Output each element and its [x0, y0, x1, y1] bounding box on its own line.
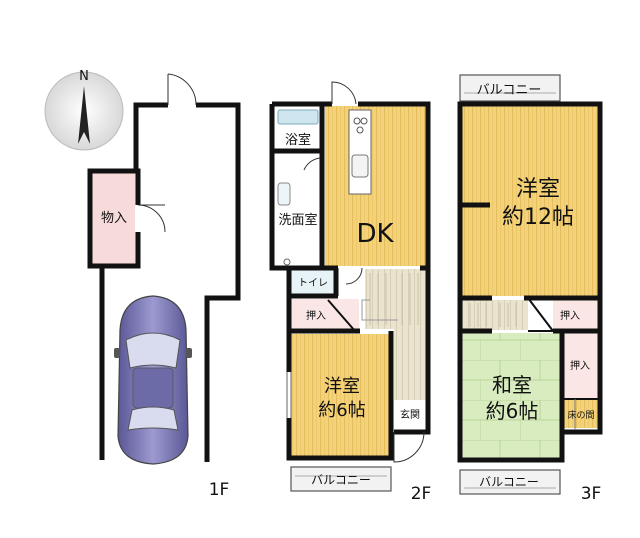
closet-3f-b: [562, 333, 598, 399]
alcove-label: 床の間: [567, 409, 594, 421]
floor-2f: 浴室 洗面室 DK トイレ 押入 洋室 約6帖 玄関 バルコニー 2F: [269, 81, 432, 504]
floor-3f-label: 3F: [581, 484, 602, 504]
storage-label: 物入: [101, 211, 127, 226]
stairs-3f: [462, 300, 528, 330]
closet-3f-a: [553, 300, 598, 330]
storage-door-icon: [137, 204, 166, 233]
storage-room: [90, 171, 138, 266]
car-icon: [114, 295, 192, 465]
western-room-3f: [462, 106, 598, 296]
stairs-lines-3f: [469, 303, 517, 327]
closet-3f-a-label: 押入: [560, 309, 580, 322]
kitchen-sink-icon: [351, 154, 369, 178]
closet-3f-b-label: 押入: [570, 359, 590, 372]
toilet-room: [291, 269, 335, 294]
walls-3f: [457, 101, 603, 463]
garage-door-icon: [167, 73, 197, 106]
western-2f-name: 洋室: [324, 376, 360, 397]
bath-label: 浴室: [285, 132, 311, 148]
washer-icon: [283, 258, 291, 266]
dk-label: DK: [356, 219, 394, 249]
balcony-3f-top-label: バルコニー: [477, 83, 542, 98]
floor-1f-label: 1F: [209, 480, 230, 500]
washroom: [274, 152, 322, 266]
toilet-door-icon: [345, 267, 363, 285]
floor-2f-label: 2F: [411, 484, 432, 504]
balcony-3f-bottom: [459, 469, 561, 495]
sink-icon: [277, 182, 291, 206]
entrance-door-icon: [393, 431, 425, 463]
alcove: [562, 399, 598, 428]
closet-2f-label: 押入: [306, 309, 326, 322]
western-2f-size: 約6帖: [318, 400, 365, 421]
western-3f-name: 洋室: [516, 177, 560, 202]
north-label: N: [79, 69, 89, 84]
balcony-3f-top: [459, 74, 561, 102]
entrance-2f: [394, 400, 427, 429]
floor-1f: 物入 1F: [87, 73, 241, 500]
washroom-label: 洗面室: [278, 212, 317, 228]
balcony-3f-bottom-label: バルコニー: [479, 475, 539, 489]
stairs-2f: [365, 269, 427, 329]
dk-door-icon: [331, 81, 357, 105]
balcony-2f-label: バルコニー: [311, 473, 371, 487]
bath-door-icon: [303, 157, 321, 171]
toilet-label: トイレ: [298, 278, 328, 289]
bathtub-icon: [277, 109, 319, 125]
dk-room: [325, 106, 427, 266]
entrance-label: 玄関: [400, 408, 420, 421]
floor-3f: バルコニー 洋室 約12帖 押入 押入 和室 約6帖 床の間 バルコニー 3F: [457, 74, 603, 504]
north-arrow-icon: [78, 86, 90, 144]
storage-walls: [87, 168, 141, 269]
balcony-2f: [290, 466, 392, 492]
japanese-room: [462, 333, 562, 458]
garage-walls: [133, 102, 241, 462]
stairs-arrow-icon: [361, 299, 398, 321]
western-3f-size: 約12帖: [502, 205, 574, 230]
japanese-name: 和室: [492, 373, 532, 397]
western-room-2f: [291, 334, 391, 456]
stairs-lines-2f: [369, 273, 419, 325]
japanese-size: 約6帖: [486, 399, 539, 423]
compass: N: [44, 69, 124, 151]
